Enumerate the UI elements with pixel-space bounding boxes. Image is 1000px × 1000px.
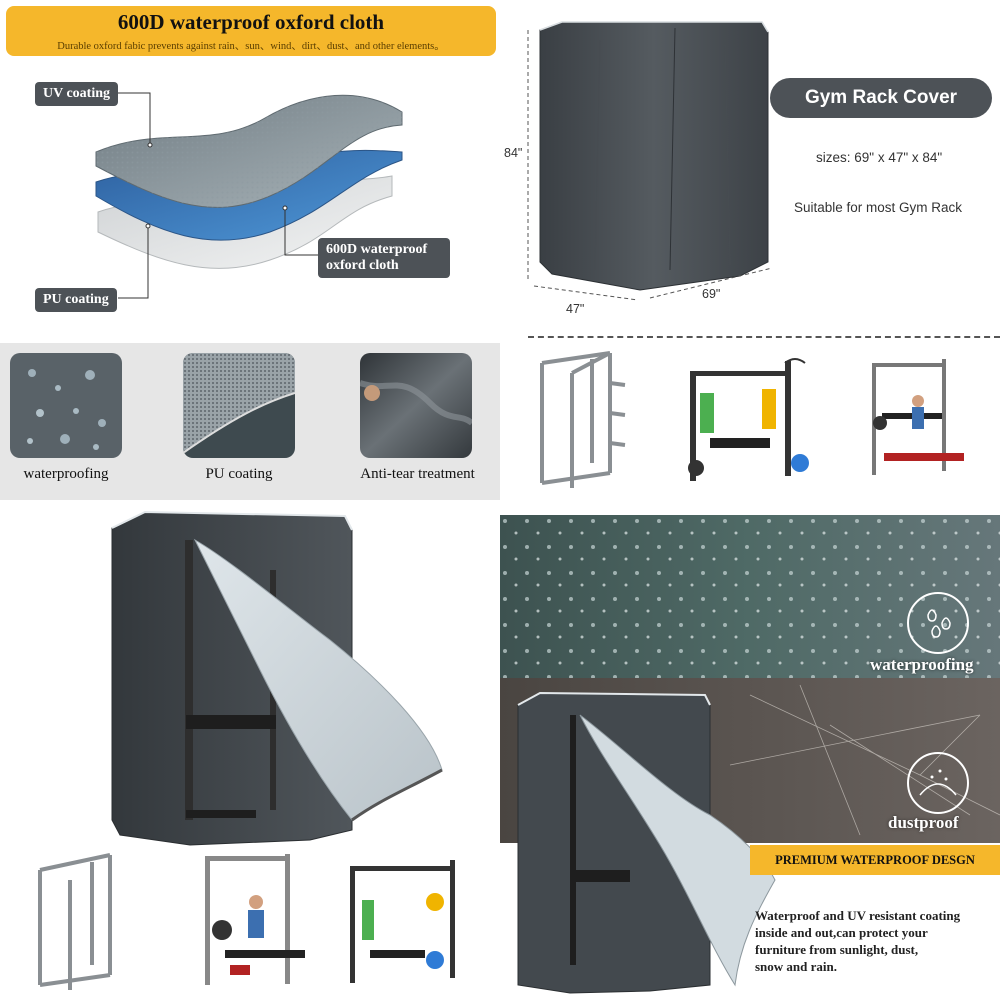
dimensions-panel: 84" 47" 69" Gym Rack Cover sizes: 69" x … [500, 0, 1000, 335]
rain-dust-panel: waterproofing dustproof PREMIUM WATERPRO… [500, 515, 1000, 1000]
premium-design-bar: PREMIUM WATERPROOF DESGN [750, 845, 1000, 875]
bottom-racks-illustration [38, 853, 455, 990]
rain-panel-flap [579, 714, 776, 987]
suitable-text: Suitable for most Gym Rack [794, 200, 963, 215]
premium-description: Waterproof and UV resistant coating insi… [755, 907, 1000, 975]
premium-line-3: furniture from sunlight, dust, [755, 942, 919, 957]
open-cover-illustration [111, 510, 443, 846]
product-name-pill: Gym Rack Cover [770, 78, 992, 118]
banner-title: 600D waterproof oxford cloth [117, 10, 385, 34]
oxford-cloth-label: 600D waterproof oxford cloth [318, 238, 450, 278]
cover-dimension-illustration [527, 21, 773, 301]
layers-panel: 600D waterproof oxford cloth Durable oxf… [0, 0, 500, 335]
pu-coating-swatch [183, 353, 295, 458]
anti-tear-label: Anti-tear treatment [360, 466, 475, 482]
oxford-label-line1: 600D waterproof [326, 242, 428, 257]
cover-shape [539, 21, 769, 291]
dustproof-badge-icon [907, 752, 969, 814]
anti-tear-swatch [360, 353, 472, 458]
racks-panel [500, 343, 1000, 500]
dustproof-badge-label: dustproof [888, 813, 959, 832]
premium-line-4: snow and rain. [755, 959, 837, 974]
bottom-smith-machine-image [350, 860, 455, 983]
oxford-label-line2: oxford cloth [326, 258, 399, 273]
sizes-text: sizes: 69" x 47" x 84" [816, 150, 943, 165]
waterproofing-badge-label: waterproofing [870, 655, 974, 674]
premium-line-1: Waterproof and UV resistant coating [755, 908, 961, 923]
width-dimension: 69" [702, 287, 721, 301]
rack-with-athlete-image [872, 359, 964, 475]
depth-dimension: 47" [566, 302, 585, 316]
features-panel: waterproofing PU coating Anti-tear treat… [0, 343, 500, 500]
uv-coating-label: UV coating [35, 82, 119, 106]
waterproofing-badge-icon [907, 592, 969, 654]
waterproofing-label: waterproofing [23, 466, 109, 482]
title-banner: 600D waterproof oxford cloth Durable oxf… [6, 6, 496, 56]
bottom-athlete-rack-image [205, 854, 305, 985]
section-divider [528, 336, 1000, 338]
bottom-power-rack-image [38, 853, 112, 990]
pu-coating-label: PU coating [35, 288, 117, 312]
gym-racks-illustration [540, 351, 964, 488]
banner-subtitle: Durable oxford fabic prevents against ra… [57, 41, 445, 52]
mesh-texture-icon [183, 353, 295, 458]
pu-coating-feature-label: PU coating [205, 466, 273, 482]
smith-machine-image [688, 358, 809, 481]
premium-line-2: inside and out,can protect your [755, 925, 928, 940]
power-rack-image [540, 351, 626, 488]
height-dimension: 84" [504, 146, 523, 160]
rain-dust-illustration [500, 515, 1000, 994]
waterproofing-swatch [10, 353, 122, 458]
water-drops-icon [10, 353, 122, 458]
open-cover-panel [0, 500, 500, 1000]
fabric-fold-icon [360, 353, 472, 458]
fabric-layers-illustration [95, 92, 403, 299]
